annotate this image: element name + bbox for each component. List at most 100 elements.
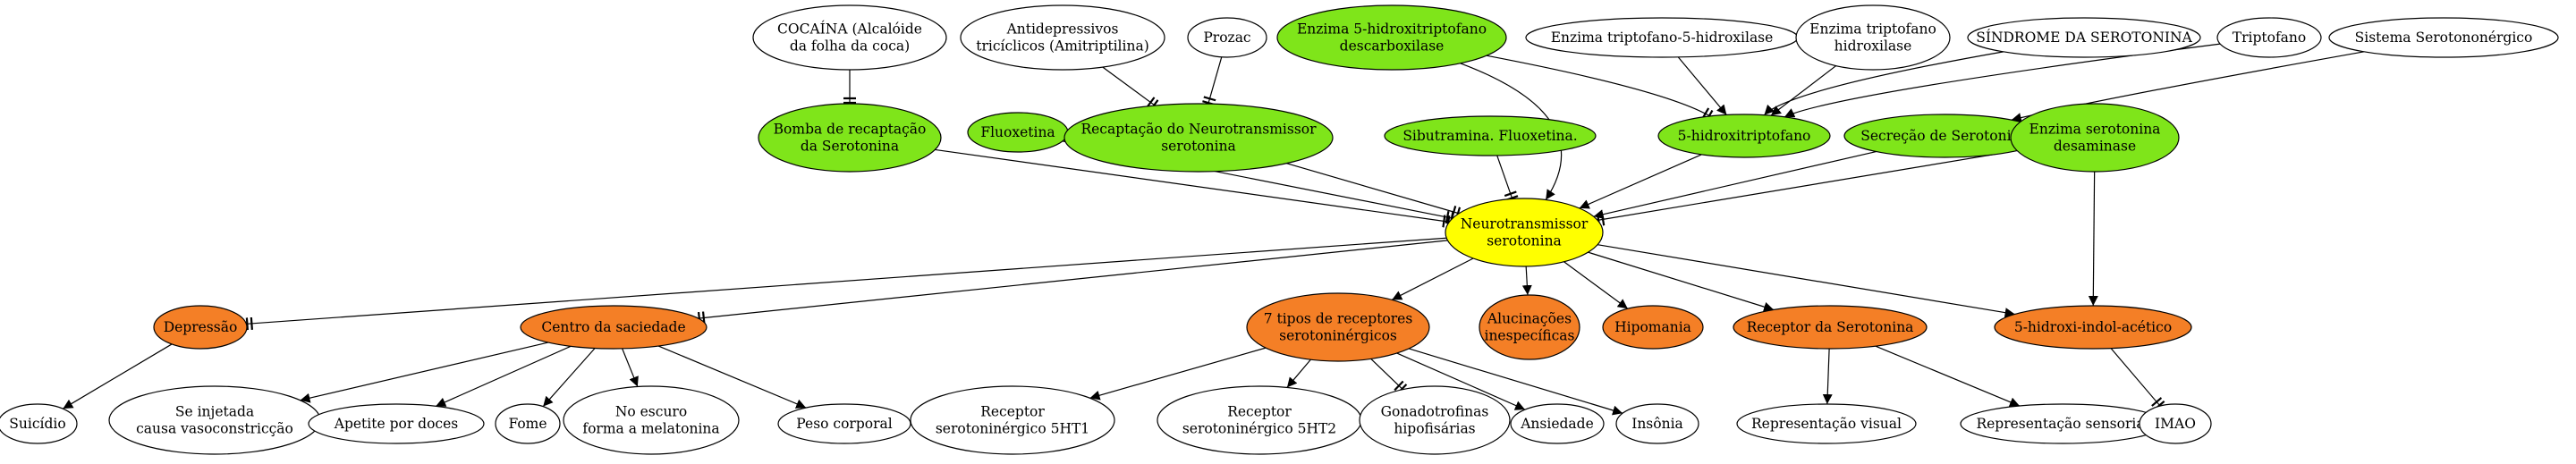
node-hidroxitriptofano-shape	[1657, 114, 1831, 158]
edge-bomba-to-neuro	[935, 148, 1451, 229]
node-escuro-label-1: forma a melatonina	[582, 421, 719, 437]
node-gonadotrofinas-label-0: Gonadotrofinas	[1381, 404, 1489, 420]
edge-sibutramina-to-neuro	[1496, 155, 1519, 201]
node-recaptacao-shape	[1063, 103, 1334, 173]
node-sindrome: SÍNDROME DA SEROTONINA	[1967, 17, 2201, 58]
node-imao-shape	[2139, 403, 2212, 444]
node-suicidio-shape	[0, 403, 78, 444]
edge-saciedade-to-escuro	[622, 348, 639, 387]
node-sensorial: Representação sensorial	[1960, 403, 2165, 444]
node-secrecao-label-0: Secreção de Serotonina	[1860, 128, 2029, 144]
edge-indol-to-imao	[2110, 348, 2165, 410]
node-alucinacoes-label-1: inespecíficas	[1484, 328, 1574, 344]
edge-neuro-to-receptor	[1588, 251, 1775, 312]
edge-saciedade-to-apetite	[435, 345, 572, 407]
node-visual-shape	[1736, 403, 1917, 444]
node-enzima-hidroxilase: Enzima triptofano-5-hidroxilase	[1525, 17, 1799, 58]
node-fluoxetina-label-0: Fluoxetina	[980, 124, 1055, 140]
node-recaptacao-label-1: serotonina	[1161, 139, 1236, 155]
node-visual-label-0: Representação visual	[1751, 416, 1902, 432]
edge-neuro-to-saciedade	[697, 240, 1448, 325]
edge-neuro-to-depressao	[245, 237, 1447, 331]
edge-secrecao-to-neuro	[1593, 150, 1877, 220]
node-sistema: Sistema Serotononérgico	[2328, 17, 2559, 58]
node-indol: 5-hidroxi-indol-acético	[1994, 305, 2192, 350]
edge-saciedade-to-peso	[657, 345, 807, 409]
node-saciedade-shape	[520, 305, 708, 350]
node-enzima-hidroxilase-label-0: Enzima triptofano-5-hidroxilase	[1551, 30, 1774, 46]
node-receptor5ht1-shape	[910, 385, 1115, 455]
node-hipomania-label-0: Hipomania	[1614, 319, 1691, 335]
node-fluoxetina: Fluoxetina	[967, 112, 1069, 153]
node-escuro-shape	[563, 385, 740, 455]
node-peso: Peso corporal	[777, 403, 911, 444]
edge-saciedade-to-injetada	[300, 342, 548, 403]
node-apetite-shape	[308, 403, 485, 444]
node-enzima-desaminase-label-1: desaminase	[2054, 139, 2136, 155]
node-visual: Representação visual	[1736, 403, 1917, 444]
edge-prozac-to-recaptacao	[1202, 56, 1223, 106]
edge-receptores7-to-gonadotrofinas	[1370, 359, 1408, 394]
node-enzima-desaminase-shape	[2010, 103, 2180, 173]
edge-receptor-to-sensorial	[1875, 345, 2021, 407]
node-sibutramina-shape	[1384, 115, 1597, 156]
node-gonadotrofinas-label-1: hipofisárias	[1394, 421, 1475, 437]
node-alucinacoes-label-0: Alucinações	[1487, 311, 1572, 327]
node-neuro-label-1: serotonina	[1487, 233, 1562, 249]
node-ansiedade: Ansiedade	[1510, 403, 1605, 444]
edge-receptores7-to-ansiedade	[1396, 352, 1526, 410]
edge-depressao-to-suicidio	[63, 343, 173, 409]
edge-neuro-to-indol	[1597, 244, 2015, 318]
edge-antidepressivos-to-recaptacao	[1102, 66, 1159, 111]
node-recaptacao-label-0: Recaptação do Neurotransmissor	[1080, 122, 1317, 138]
node-sistema-label-0: Sistema Serotononérgico	[2355, 30, 2533, 46]
node-imao-label-0: IMAO	[2155, 416, 2196, 432]
node-neuro-label-0: Neurotransmissor	[1461, 216, 1589, 232]
node-insonia: Insônia	[1615, 403, 1699, 444]
edge-sindrome-to-hidroxitriptofano	[1764, 51, 2004, 116]
node-triptofano: Triptofano	[2216, 17, 2322, 58]
node-depressao-shape	[153, 305, 248, 350]
node-antidepressivos-label-0: Antidepressivos	[1006, 21, 1119, 38]
node-neuro-shape	[1445, 198, 1604, 267]
node-enzima-descarboxilase-shape	[1276, 4, 1507, 71]
node-enzima-descarboxilase-label-1: descarboxilase	[1340, 38, 1445, 55]
node-hipomania: Hipomania	[1602, 305, 1704, 350]
node-sindrome-shape	[1967, 17, 2201, 58]
node-bomba-label-1: da Serotonina	[801, 139, 899, 155]
node-enzima-triptofano-hidroxilase-label-1: hidroxilase	[1835, 38, 1912, 55]
node-enzima-triptofano-hidroxilase-shape	[1795, 4, 1951, 71]
edge-recaptacao-to-neuro	[1286, 163, 1462, 220]
node-fome: Fome	[495, 403, 561, 444]
node-receptores7-label-1: serotoninérgicos	[1279, 328, 1397, 344]
node-alucinacoes-shape	[1479, 294, 1580, 360]
edge-enzima-triptofano-hidroxilase-to-hidroxitriptofano	[1770, 65, 1837, 116]
node-ansiedade-shape	[1510, 403, 1605, 444]
node-indol-label-0: 5-hidroxi-indol-acético	[2014, 319, 2172, 335]
node-depressao-label-0: Depressão	[164, 319, 238, 335]
node-apetite-label-0: Apetite por doces	[334, 416, 459, 432]
node-gonadotrofinas-shape	[1359, 385, 1511, 455]
node-injetada-label-1: causa vasoconstricção	[136, 421, 293, 437]
edge-receptores7-to-receptor5ht2	[1286, 359, 1311, 388]
node-receptor-shape	[1733, 305, 1928, 350]
node-apetite: Apetite por doces	[308, 403, 485, 444]
node-hidroxitriptofano: 5-hidroxitriptofano	[1657, 114, 1831, 158]
node-cocaina-label-0: COCAÍNA (Alcalóide	[777, 21, 922, 38]
edge-neuro-to-receptores7	[1391, 257, 1474, 300]
node-peso-label-0: Peso corporal	[796, 416, 892, 432]
node-suicidio: Suicídio	[0, 403, 78, 444]
